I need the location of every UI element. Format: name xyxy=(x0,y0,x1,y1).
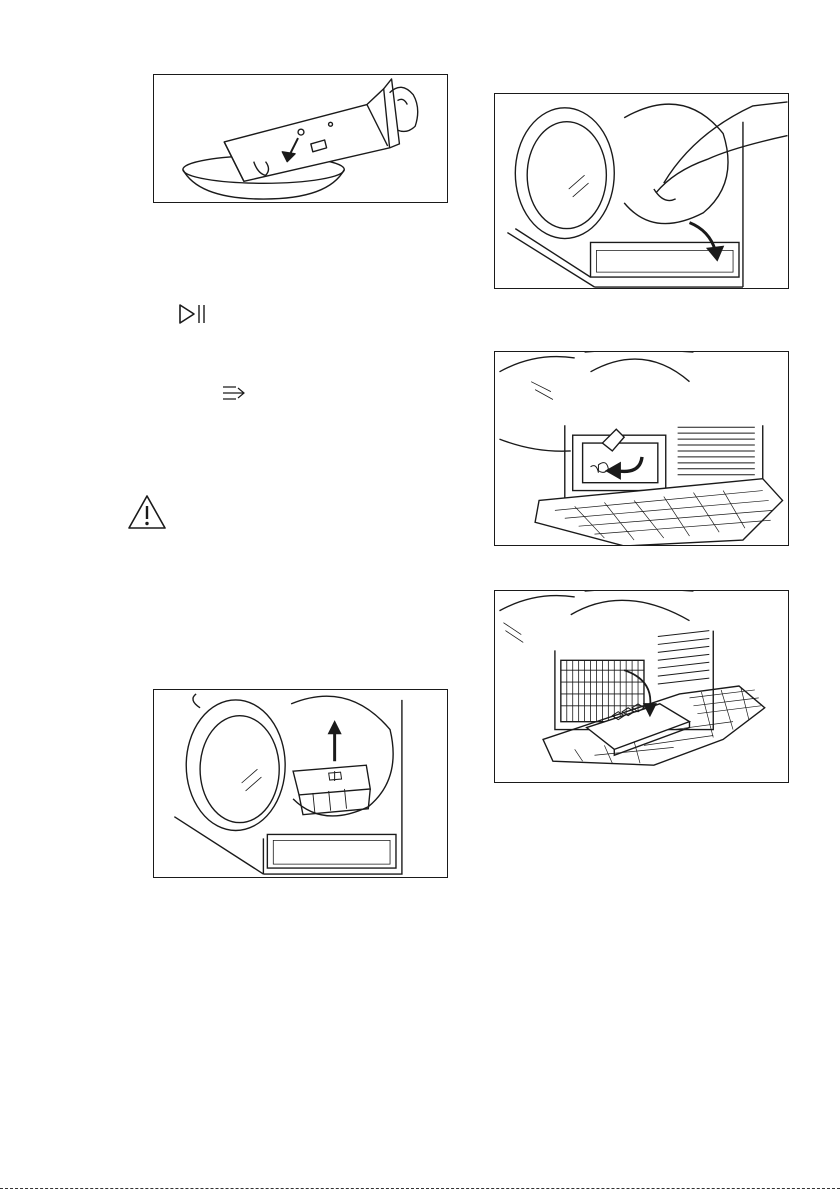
start-pause-icon xyxy=(178,302,208,326)
figure-unlock-heat-exchanger xyxy=(494,351,789,546)
figure-empty-water-container xyxy=(153,74,448,203)
warning-triangle-icon xyxy=(127,494,167,530)
figure-open-plinth-door xyxy=(494,93,789,289)
page-bottom-cut-line xyxy=(0,1188,840,1189)
illustration-heat-exchanger-cover xyxy=(495,591,788,782)
figure-lower-heat-exchanger-cover xyxy=(494,590,789,783)
figure-remove-fluff-filter xyxy=(153,689,448,878)
illustration-fluff-filter xyxy=(154,690,447,877)
illustration-plinth-door xyxy=(495,94,788,288)
drying-option-icon xyxy=(222,384,246,402)
illustration-heat-exchanger-lever xyxy=(495,352,788,545)
illustration-water-container xyxy=(154,75,447,202)
